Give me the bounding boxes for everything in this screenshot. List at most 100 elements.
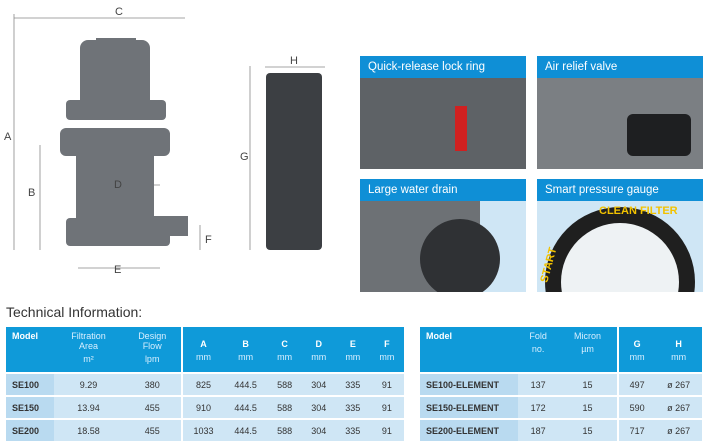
header-unit: no.: [531, 344, 545, 354]
table-cell: 444.5: [223, 372, 268, 396]
table-cell: 187: [518, 418, 559, 441]
header-unit: mm: [629, 352, 645, 362]
table-cell: SE100: [6, 372, 54, 396]
column-header: Model: [420, 327, 518, 373]
header-label: H: [675, 339, 682, 349]
table-cell: 380: [123, 372, 183, 396]
header-label: F: [384, 339, 390, 349]
feature-photo-water-drain: Large water drain: [360, 179, 526, 292]
table-cell: 15: [558, 395, 618, 419]
table-cell: 91: [369, 372, 404, 396]
header-label: Micron: [574, 331, 602, 341]
table-cell: 335: [335, 418, 370, 441]
header-label: G: [633, 339, 641, 349]
header-unit: mm: [195, 352, 211, 362]
table-cell: 717: [616, 418, 656, 441]
table-cell: 304: [301, 418, 336, 441]
dim-label-c: C: [115, 6, 123, 18]
column-header: Micron µm: [558, 327, 618, 373]
table-cell: 91: [369, 418, 404, 441]
feature-photo-air-valve: Air relief valve: [537, 56, 703, 169]
header-unit: µm: [581, 344, 594, 354]
feature-caption: Smart pressure gauge: [537, 179, 703, 201]
feature-caption: Air relief valve: [537, 56, 703, 78]
header-label-line2: Flow: [142, 341, 162, 351]
feature-photo-pressure-gauge: Smart pressure gauge CLEAN FILTER START: [537, 179, 703, 292]
header-unit: mm: [238, 352, 254, 362]
dim-label-g: G: [240, 151, 249, 163]
table-cell: 588: [267, 372, 302, 396]
feature-caption: Large water drain: [360, 179, 526, 201]
table-cell: 455: [123, 418, 183, 441]
table-cell: ø 267: [655, 395, 702, 419]
table-cell: 18.58: [54, 418, 124, 441]
table-cell: 304: [301, 372, 336, 396]
header-label-line2: Area: [79, 341, 99, 351]
table-cell: 497: [616, 372, 656, 396]
table-cell: ø 267: [655, 372, 702, 396]
table-cell: SE150: [6, 395, 54, 419]
dim-label-h: H: [290, 55, 298, 67]
header-label: Filtration: [71, 331, 106, 341]
header-label: C: [281, 339, 288, 349]
header-label: D: [315, 339, 322, 349]
table-cell: SE200: [6, 418, 54, 441]
table-cell: 444.5: [223, 418, 268, 441]
table-cell: 137: [518, 372, 559, 396]
column-header: Model: [6, 327, 54, 373]
header-label: Design: [138, 331, 167, 341]
dim-label-e: E: [114, 264, 121, 276]
table-cell: 444.5: [223, 395, 268, 419]
table-cell: 335: [335, 395, 370, 419]
table-cell: 304: [301, 395, 336, 419]
header-unit: mm: [345, 352, 361, 362]
filter-dimension-diagram: C A B D E F G H: [4, 6, 325, 276]
table-cell: ø 267: [655, 418, 702, 441]
header-unit: mm: [277, 352, 293, 362]
table-cell: 825: [181, 372, 224, 396]
header-label: Fold: [529, 331, 547, 341]
table-cell: 910: [181, 395, 224, 419]
table-cell: 455: [123, 395, 183, 419]
dim-label-d: D: [114, 179, 122, 191]
header-label: B: [242, 339, 249, 349]
gauge-label: CLEAN FILTER: [599, 205, 678, 217]
table-cell: 91: [369, 395, 404, 419]
dim-label-b: B: [28, 187, 35, 199]
header-unit: mm: [311, 352, 327, 362]
header-label: A: [200, 339, 207, 349]
table-cell: 15: [558, 372, 618, 396]
table-cell: 588: [267, 395, 302, 419]
table-cell: SE200-ELEMENT: [420, 418, 518, 441]
header-unit: lpm: [144, 354, 160, 364]
section-title: Technical Information:: [6, 304, 143, 320]
feature-photo-lock-ring: Quick-release lock ring: [360, 56, 526, 169]
header-label: Model: [12, 331, 38, 341]
column-header: Fold no.: [518, 327, 559, 373]
table-cell: 1033: [181, 418, 224, 441]
table-cell: 590: [616, 395, 656, 419]
table-cell: 13.94: [54, 395, 124, 419]
header-label: E: [349, 339, 356, 349]
table-cell: 172: [518, 395, 559, 419]
dim-label-a: A: [4, 131, 12, 143]
header-unit: mm: [671, 352, 687, 362]
header-unit: mm: [379, 352, 395, 362]
dim-label-f: F: [205, 234, 212, 246]
